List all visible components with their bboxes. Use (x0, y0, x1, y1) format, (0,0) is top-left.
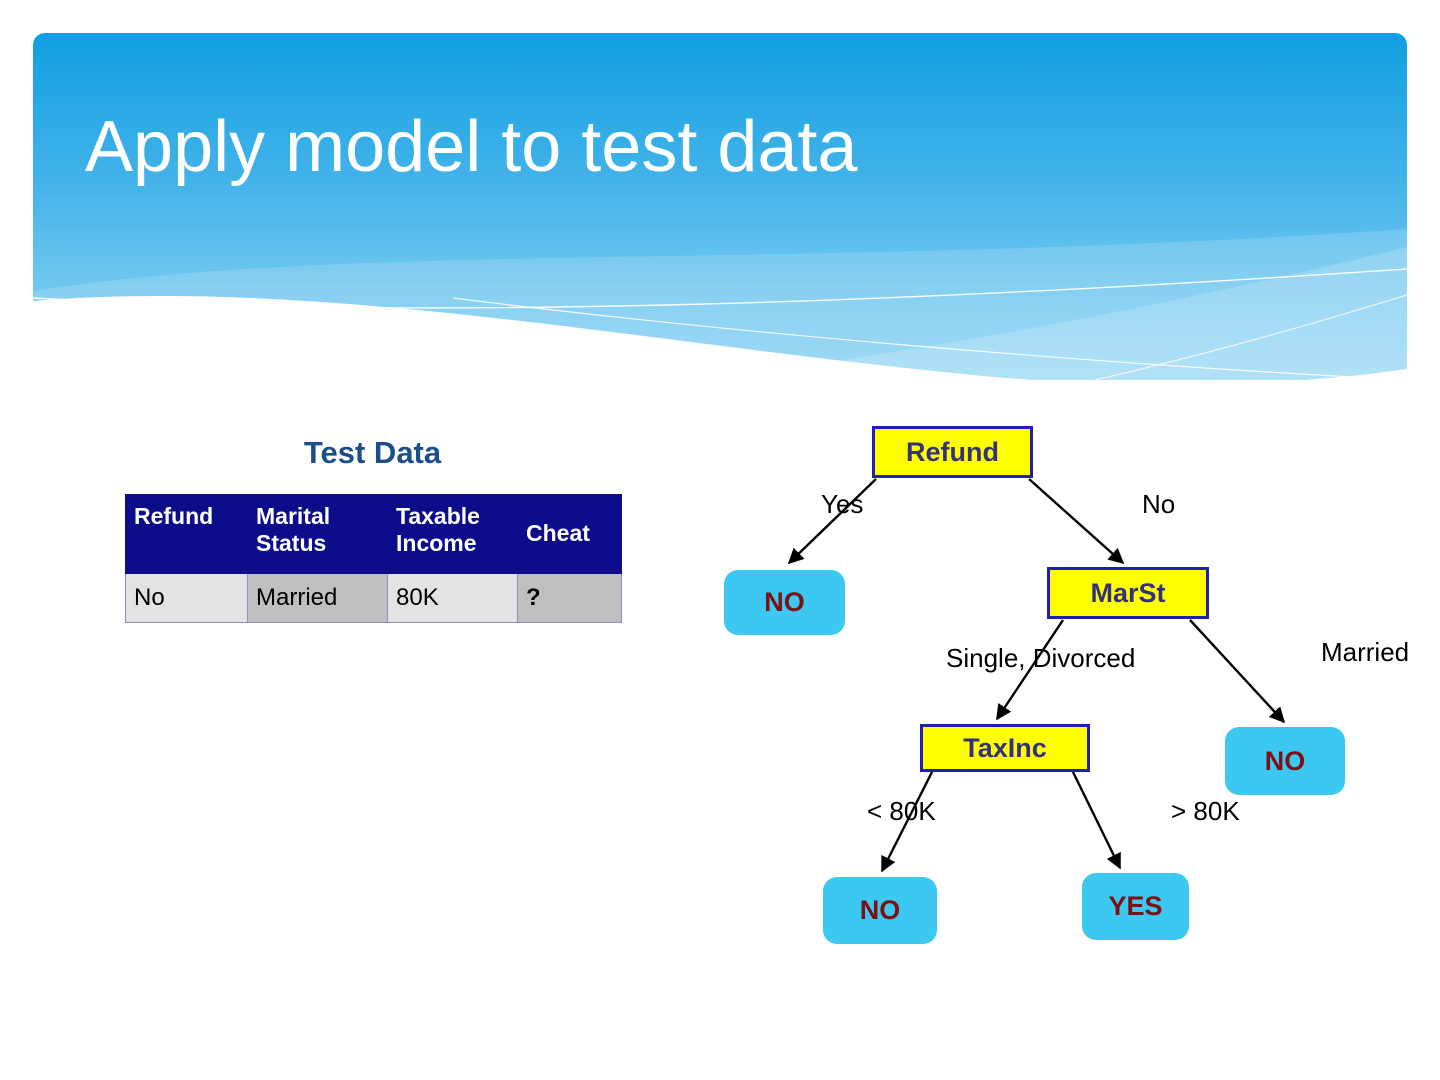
edge-label-no: No (1142, 489, 1176, 519)
header-line-1: Taxable (396, 503, 480, 529)
edge-label-married: Married (1321, 637, 1410, 667)
slide-banner: Apply model to test data (33, 33, 1407, 380)
edge-taxinc-gt80k (1071, 771, 1122, 870)
header-line-2: Status (256, 530, 327, 556)
edge-label-gt-80k: > 80K (1171, 796, 1240, 826)
header-line-2: Income (396, 530, 477, 556)
table-row: No Married 80K ? (125, 571, 622, 623)
edge-label-yes: Yes (821, 489, 864, 519)
test-data-table: Refund Marital Status Taxable Income Che… (125, 494, 622, 623)
header-line-1: Cheat (526, 520, 590, 546)
column-header-marital-status: Marital Status (247, 494, 388, 573)
tree-leaf-no-lt80k[interactable]: NO (823, 877, 937, 944)
header-line-1: Refund (134, 503, 214, 529)
table-header-row: Refund Marital Status Taxable Income Che… (125, 494, 622, 573)
column-header-cheat: Cheat (517, 494, 622, 573)
edge-label-lt-80k: < 80K (867, 796, 936, 826)
edge-refund-no (1028, 478, 1125, 565)
cell-cheat: ? (517, 571, 622, 623)
tree-leaf-yes-gt80k[interactable]: YES (1082, 873, 1189, 940)
cell-taxable-income: 80K (387, 571, 518, 623)
banner-graphic (33, 33, 1407, 380)
test-data-caption: Test Data (303, 435, 442, 470)
column-header-taxable-income: Taxable Income (387, 494, 518, 573)
column-header-refund: Refund (125, 494, 248, 573)
edge-marst-married (1189, 619, 1286, 724)
edge-label-single-divorced: Single, Divorced (946, 643, 1136, 673)
tree-leaf-no-refund-yes[interactable]: NO (724, 570, 845, 635)
page-title: Apply model to test data (85, 107, 858, 187)
cell-refund: No (125, 571, 248, 623)
tree-node-taxinc[interactable]: TaxInc (920, 724, 1090, 772)
tree-node-marst[interactable]: MarSt (1047, 567, 1209, 619)
tree-node-refund[interactable]: Refund (872, 426, 1033, 478)
cell-marital-status: Married (247, 571, 388, 623)
header-line-1: Marital (256, 503, 331, 529)
tree-leaf-no-married[interactable]: NO (1225, 727, 1345, 795)
